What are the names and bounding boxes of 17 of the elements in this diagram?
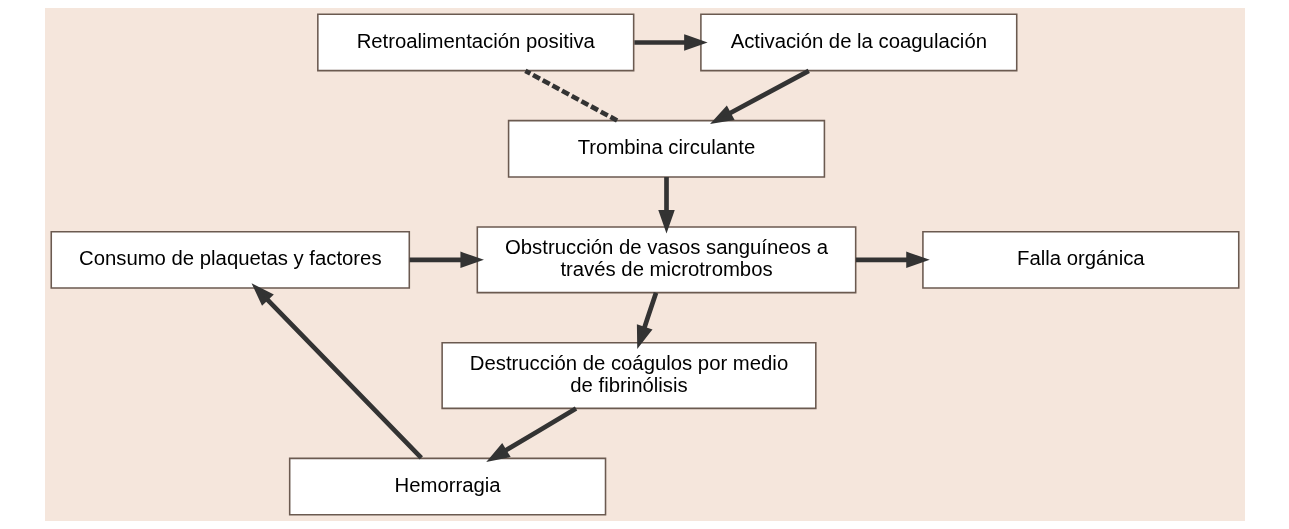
connector <box>523 68 618 123</box>
node-box: Destrucción de coágulos por medio de fibrinólisis <box>440 341 817 410</box>
arrow <box>251 283 423 460</box>
arrow <box>409 251 484 269</box>
node-box: Obstrucción de vasos sanguíneos a través de microtrombos <box>476 226 856 294</box>
node-box: Activación de la coagulación <box>699 13 1017 72</box>
node-box: Trombina circulante <box>507 119 825 178</box>
arrow <box>657 177 675 234</box>
node-box: Falla orgánica <box>921 230 1240 289</box>
node-box: Consumo de plaquetas y factores <box>49 230 410 289</box>
arrow <box>633 34 708 51</box>
node-box: Hemorragia <box>288 457 606 516</box>
arrow <box>855 251 930 269</box>
arrow <box>485 406 577 462</box>
arrow <box>636 292 658 350</box>
arrow <box>709 68 810 124</box>
node-box: Retroalimentación positiva <box>316 13 634 72</box>
